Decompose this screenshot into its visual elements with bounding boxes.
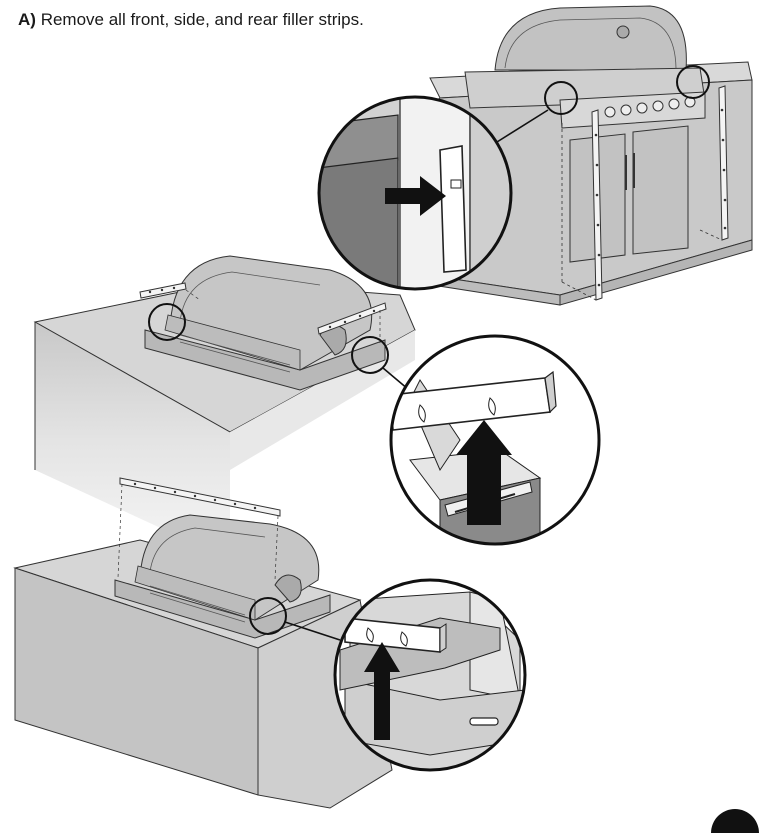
step-label: A) xyxy=(18,10,36,29)
side-filler-strip xyxy=(718,85,729,241)
zoom-detail-1 xyxy=(317,95,513,291)
step-text: Remove all front, side, and rear filler … xyxy=(40,10,364,29)
page-tab-icon xyxy=(711,809,759,833)
built-in-grill-illustration-2 xyxy=(13,477,393,809)
front-filler-strip xyxy=(591,109,603,301)
instruction-text: A) Remove all front, side, and rear fill… xyxy=(18,10,364,30)
built-in-grill-illustration-1 xyxy=(33,255,416,560)
zoom-detail-3 xyxy=(333,578,527,772)
zoom-detail-2 xyxy=(389,334,601,546)
